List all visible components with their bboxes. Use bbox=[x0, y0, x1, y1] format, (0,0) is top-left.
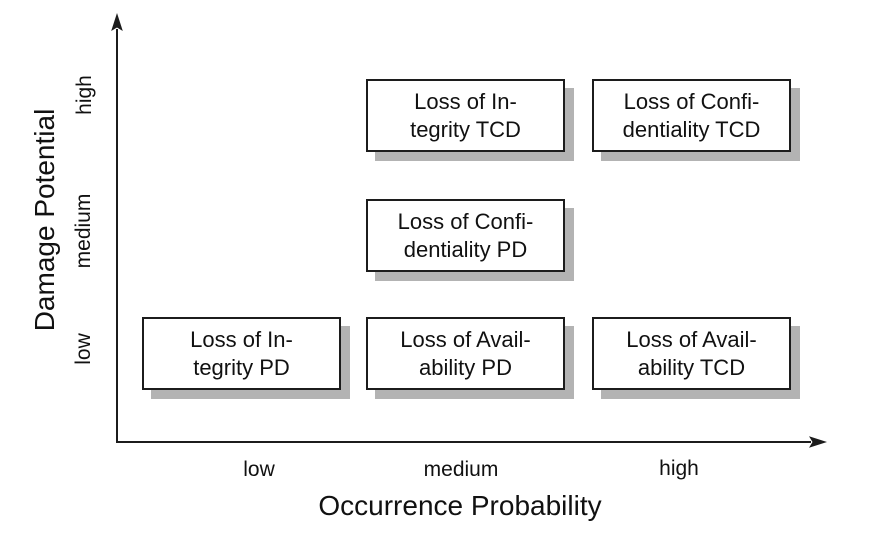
matrix-box-loss-integrity-pd: Loss of In- tegrity PD bbox=[142, 317, 341, 390]
x-axis-arrowhead-icon bbox=[809, 436, 827, 448]
matrix-box-loss-availability-tcd: Loss of Avail- ability TCD bbox=[592, 317, 791, 390]
box-label-line2: tegrity PD bbox=[193, 354, 290, 380]
y-tick-medium: medium bbox=[72, 193, 95, 269]
y-tick-low: low bbox=[72, 333, 95, 365]
matrix-box-loss-confidentiality-tcd: Loss of Confi- dentiality TCD bbox=[592, 79, 791, 152]
box-label-line2: tegrity TCD bbox=[410, 116, 521, 142]
box-label-line1: Loss of In- bbox=[190, 326, 293, 352]
y-axis-title: Damage Potential bbox=[29, 108, 60, 332]
x-tick-medium: medium bbox=[423, 458, 499, 481]
box-label-line1: Loss of Confi- bbox=[623, 88, 760, 114]
y-tick-high: high bbox=[73, 75, 96, 115]
box-label-line1: Loss of Avail- bbox=[626, 326, 757, 352]
x-tick-low: low bbox=[243, 458, 275, 481]
box-label-line2: ability TCD bbox=[637, 354, 746, 380]
box-label-line1: Loss of Confi- bbox=[397, 208, 534, 234]
box-label-line1: Loss of Avail- bbox=[400, 326, 531, 352]
box-label-line2: dentiality TCD bbox=[622, 116, 761, 142]
y-axis-arrowhead-icon bbox=[111, 13, 123, 31]
x-axis-title: Occurrence Probability bbox=[318, 490, 602, 521]
matrix-box-loss-confidentiality-pd: Loss of Confi- dentiality PD bbox=[366, 199, 565, 272]
matrix-box-loss-availability-pd: Loss of Avail- ability PD bbox=[366, 317, 565, 390]
box-label-line1: Loss of In- bbox=[414, 88, 517, 114]
matrix-box-loss-integrity-tcd: Loss of In- tegrity TCD bbox=[366, 79, 565, 152]
box-label-line2: ability PD bbox=[419, 354, 512, 380]
box-label-line2: dentiality PD bbox=[403, 236, 528, 262]
x-tick-high: high bbox=[659, 457, 699, 480]
